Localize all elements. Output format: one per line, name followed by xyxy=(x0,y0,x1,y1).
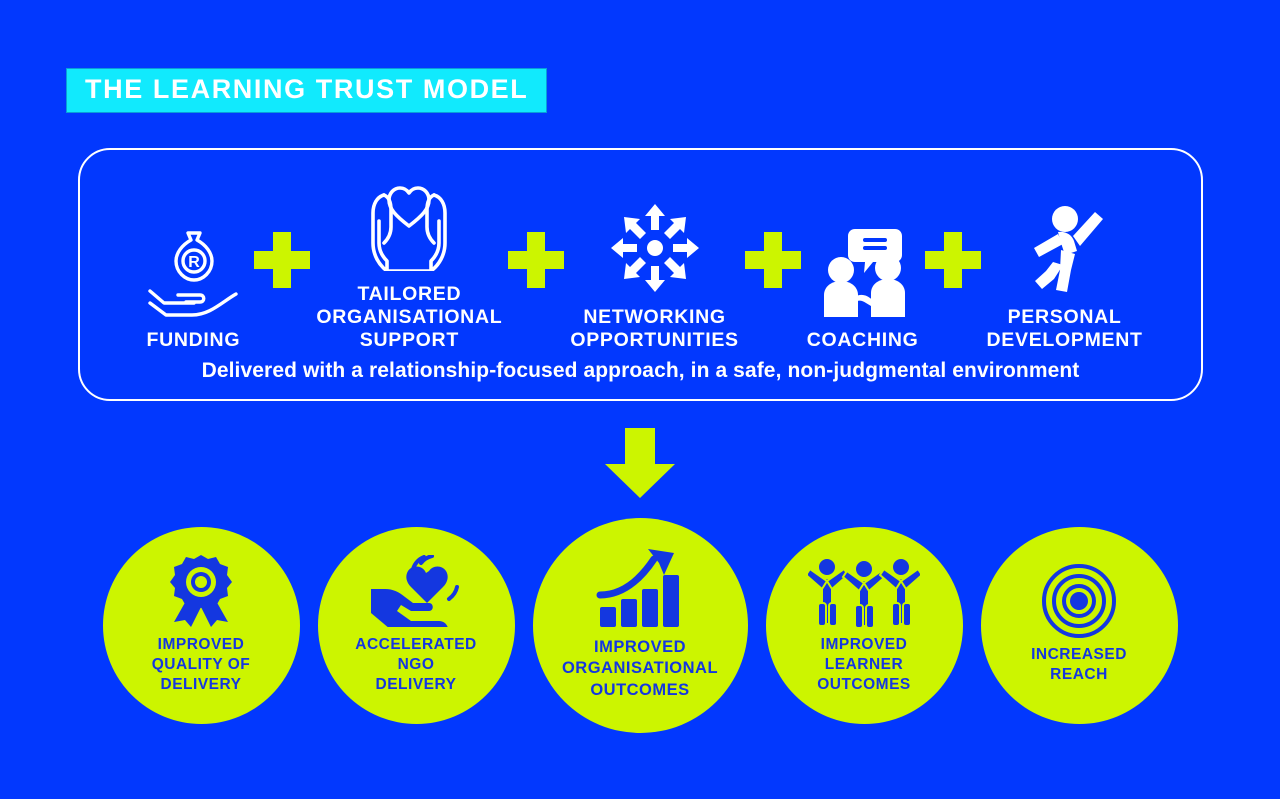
input-label: TAILORED ORGANISATIONAL SUPPORT xyxy=(316,283,503,351)
outcome-label: IMPROVED QUALITY OF DELIVERY xyxy=(151,636,251,693)
plus-icon-2 xyxy=(508,232,565,288)
two-people-speech-bubble-icon xyxy=(811,225,915,317)
input-item-coaching: COACHING xyxy=(807,164,919,352)
input-item-personal-development: PERSONAL DEVELOPMENT xyxy=(987,164,1143,352)
outcome-label: ACCELERATED NGO DELIVERY xyxy=(355,636,477,693)
concentric-circles-reach-icon xyxy=(1039,564,1119,639)
plus-icon-3 xyxy=(744,232,801,288)
hand-holding-money-bag-rand-icon: R xyxy=(138,225,248,317)
svg-text:R: R xyxy=(189,254,201,271)
outcome-circle-accelerated-ngo-delivery: ACCELERATED NGO DELIVERY xyxy=(317,526,515,724)
outcome-label: IMPROVED ORGANISATIONAL OUTCOMES xyxy=(561,638,719,699)
plus-icon-1 xyxy=(254,232,311,288)
page-title: THE LEARNING TRUST MODEL xyxy=(85,74,529,104)
three-people-raised-arms-icon xyxy=(808,555,920,628)
outcomes-row: IMPROVED QUALITY OF DELIVERY ACCELERATED… xyxy=(0,505,1280,745)
plus-icon-4 xyxy=(924,232,981,288)
growth-bar-chart-arrow-icon xyxy=(596,549,684,629)
outcome-circle-organisational-outcomes: IMPROVED ORGANISATIONAL OUTCOMES xyxy=(532,517,748,733)
network-hub-arrows-icon xyxy=(607,202,703,294)
page-title-banner: THE LEARNING TRUST MODEL xyxy=(66,68,548,113)
outcome-circle-quality-of-delivery: IMPROVED QUALITY OF DELIVERY xyxy=(102,526,300,724)
inputs-container: R FUNDING xyxy=(78,148,1203,401)
inputs-tagline: Delivered with a relationship-focused ap… xyxy=(201,359,1080,382)
input-label: FUNDING xyxy=(146,329,241,351)
jumping-person-icon xyxy=(1017,202,1113,294)
input-item-funding: R FUNDING xyxy=(138,164,248,352)
input-label: PERSONAL DEVELOPMENT xyxy=(986,306,1143,351)
outcome-circle-increased-reach: INCREASED REACH xyxy=(980,526,1178,724)
award-rosette-ribbon-icon xyxy=(163,555,239,628)
hand-holding-heart-motion-icon xyxy=(369,555,463,628)
input-label: COACHING xyxy=(806,329,919,351)
input-label: NETWORKING OPPORTUNITIES xyxy=(570,306,739,351)
input-item-networking: NETWORKING OPPORTUNITIES xyxy=(570,164,738,352)
down-arrow-icon xyxy=(603,428,677,498)
outcome-label: INCREASED REACH xyxy=(1031,646,1127,683)
inputs-row: R FUNDING xyxy=(80,164,1201,352)
input-item-tailored-support: TAILORED ORGANISATIONAL SUPPORT xyxy=(316,164,502,352)
outcome-circle-learner-outcomes: IMPROVED LEARNER OUTCOMES xyxy=(765,526,963,724)
hands-holding-heart-icon xyxy=(350,179,468,271)
outcome-label: IMPROVED LEARNER OUTCOMES xyxy=(817,636,911,693)
